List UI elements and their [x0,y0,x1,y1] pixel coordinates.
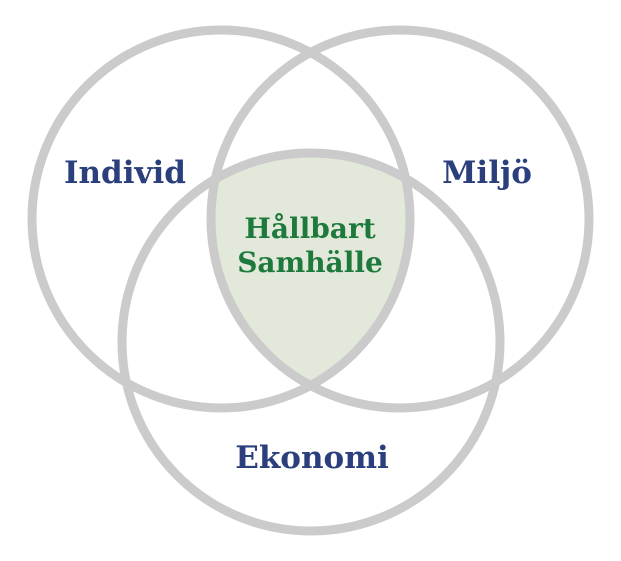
label-individ: Individ [64,155,186,191]
label-ekonomi: Ekonomi [235,440,389,476]
center-label-line1: Hållbart [244,212,375,245]
circle-individ [27,25,415,413]
circle-ekonomi [117,148,505,536]
circle-miljo [206,25,594,413]
center-label-line2: Samhälle [237,246,383,279]
label-miljo: Miljö [442,155,532,191]
